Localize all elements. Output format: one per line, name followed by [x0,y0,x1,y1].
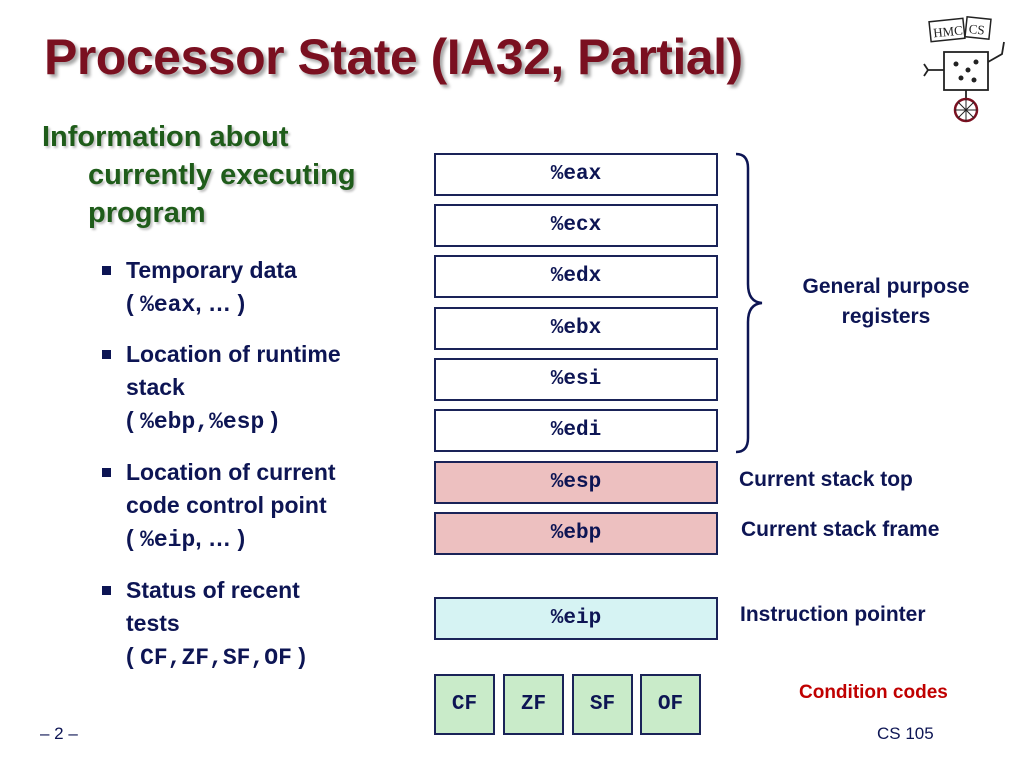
bullet-text-line-1: Location of runtime [126,341,341,367]
register-ebx: %ebx [434,307,718,350]
bullet-status-tests: Status of recent tests ( CF,ZF,SF,OF ) [102,574,306,675]
bullet-code-line: ( %ebp,%esp ) [126,404,341,439]
logo-text-cs: CS [968,21,985,38]
bullet-code-line: ( %eip, … ) [126,522,336,557]
code-open: ( [126,525,141,551]
code-close: ) [264,407,279,433]
stack-frame-label: Current stack frame [741,518,940,541]
flag-cf: CF [434,674,495,735]
bullet-text-line-2: stack [126,374,185,400]
register-edi: %edi [434,409,718,452]
heading-line-1: Information about [42,121,289,153]
bullet-code: CF,ZF,SF,OF [140,645,292,671]
bullet-code-line: ( CF,ZF,SF,OF ) [126,640,306,675]
bullet-text: Temporary data [126,257,297,283]
bullet-text-line-1: Location of current [126,459,336,485]
heading-line-3: program [88,197,206,229]
flag-zf: ZF [503,674,564,735]
bullet-text-line-2: tests [126,610,180,636]
code-open: ( [126,643,141,669]
logo-text-hmc: HMC [932,22,963,40]
code-close: , … ) [195,290,246,316]
register-eip: %eip [434,597,718,640]
bullet-marker [102,266,111,275]
register-esi: %esi [434,358,718,401]
main-heading: Information about currently executing pr… [42,118,412,232]
bullet-marker [102,586,111,595]
bullet-code: %eip [140,527,196,553]
register-esp: %esp [434,461,718,504]
stack-top-label: Current stack top [739,468,913,491]
bullet-marker [102,350,111,359]
code-open: ( [126,407,141,433]
instruction-pointer-label: Instruction pointer [740,603,926,626]
register-eax: %eax [434,153,718,196]
flag-sf: SF [572,674,633,735]
bullet-text-line-2: code control point [126,492,327,518]
bullet-code: %eax [140,292,196,318]
course-label: CS 105 [877,724,934,743]
code-close: ) [291,643,306,669]
bullet-marker [102,468,111,477]
bullet-temporary-data: Temporary data ( %eax, … ) [102,254,297,322]
bullet-code: %ebp,%esp [140,409,265,435]
slide-title: Processor State (IA32, Partial) [44,29,743,85]
page-number: – 2 – [40,724,78,743]
bullet-text-line-1: Status of recent [126,577,300,603]
general-purpose-label: General purpose registers [802,275,970,328]
heading-line-2: currently executing [88,159,356,191]
flag-of: OF [640,674,701,735]
condition-codes-label: Condition codes [799,682,948,703]
code-close: , … ) [195,525,246,551]
register-edx: %edx [434,255,718,298]
bullet-code-line: ( %eax, … ) [126,287,297,322]
general-registers-brace [735,152,763,454]
hmc-cs-logo: HMC CS [923,15,1005,123]
register-ecx: %ecx [434,204,718,247]
bullet-runtime-stack: Location of runtime stack ( %ebp,%esp ) [102,338,341,439]
code-open: ( [126,290,141,316]
register-ebp: %ebp [434,512,718,555]
bullet-code-control-point: Location of current code control point (… [102,456,336,557]
